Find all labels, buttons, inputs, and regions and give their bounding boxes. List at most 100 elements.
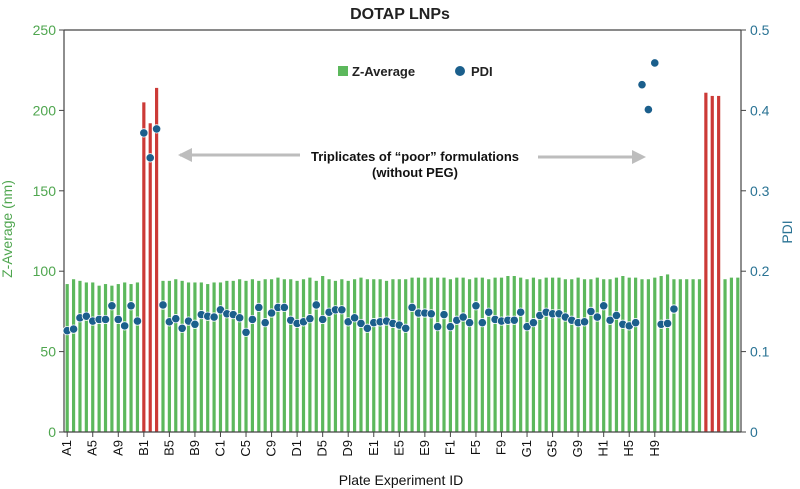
bar <box>257 280 261 432</box>
x-tick-label: C1 <box>212 440 227 457</box>
annotation: Triplicates of “poor” formulations (with… <box>178 148 646 180</box>
y-tick-label-right: 0.2 <box>750 263 770 279</box>
bar <box>448 279 452 432</box>
y-axis-title-right: PDI <box>779 220 795 243</box>
x-tick-label: E9 <box>417 440 432 456</box>
legend: Z-Average PDI <box>338 64 493 79</box>
bar <box>531 277 536 432</box>
bar <box>180 280 184 432</box>
data-point <box>362 323 372 333</box>
data-point <box>305 314 315 324</box>
bar <box>519 277 523 432</box>
bar <box>602 279 606 432</box>
bar <box>295 280 299 432</box>
bar <box>148 123 152 432</box>
y-tick-label-left: 200 <box>33 102 57 118</box>
data-point <box>401 323 411 333</box>
bar <box>346 280 350 432</box>
data-point <box>158 300 168 310</box>
data-point <box>586 306 596 316</box>
bar-series-z-average <box>65 87 740 433</box>
bar <box>365 279 369 432</box>
data-point <box>426 309 436 319</box>
x-tick-label: E5 <box>391 440 406 456</box>
bar <box>391 279 395 432</box>
bar <box>672 279 676 432</box>
legend-label-z-average: Z-Average <box>352 64 415 79</box>
data-point <box>318 314 328 325</box>
bar <box>218 282 223 432</box>
bar <box>78 280 82 432</box>
x-tick-label: H1 <box>596 440 611 457</box>
data-point <box>349 313 360 323</box>
bar <box>142 102 146 433</box>
bar <box>71 279 76 432</box>
bar <box>199 282 203 432</box>
data-point <box>279 302 289 312</box>
bar <box>416 277 421 432</box>
bar <box>269 279 274 432</box>
data-point <box>81 311 91 321</box>
bar <box>493 277 497 432</box>
bar <box>691 279 695 432</box>
data-point <box>120 321 130 331</box>
bar <box>333 280 338 432</box>
bar <box>480 277 484 432</box>
data-point <box>669 304 679 314</box>
bar <box>129 284 133 432</box>
data-point <box>235 313 245 323</box>
data-point <box>113 314 123 325</box>
data-point <box>650 58 660 68</box>
x-tick-label: A1 <box>59 440 74 456</box>
data-point <box>247 314 258 325</box>
bar <box>327 279 331 432</box>
bar <box>729 277 734 432</box>
bar <box>116 284 120 432</box>
bar <box>582 279 587 432</box>
data-point <box>107 301 117 311</box>
bar <box>736 277 740 432</box>
legend-label-pdi: PDI <box>471 64 493 79</box>
y-tick-label-right: 0.1 <box>750 344 770 360</box>
bar <box>653 277 657 432</box>
x-tick-label: D9 <box>340 440 355 457</box>
bar <box>314 280 318 432</box>
bar <box>321 276 325 432</box>
data-point <box>599 301 609 311</box>
data-point <box>68 324 79 334</box>
bar <box>678 279 682 432</box>
x-tick-label: B9 <box>187 440 202 456</box>
data-point <box>407 302 417 312</box>
x-tick-label: D5 <box>315 440 330 457</box>
data-point <box>605 315 615 325</box>
bar <box>359 277 363 432</box>
bar <box>717 95 721 433</box>
bar <box>621 276 625 432</box>
data-point <box>662 318 673 329</box>
bar <box>384 280 389 432</box>
bar <box>167 280 171 432</box>
y-axis-title-left: Z-Average (nm) <box>0 180 15 278</box>
data-point <box>356 318 366 329</box>
bar <box>550 277 555 432</box>
bar <box>710 95 714 433</box>
bar <box>378 279 382 432</box>
data-point <box>509 315 519 325</box>
bar <box>474 277 478 432</box>
bar <box>206 284 210 432</box>
bar <box>557 277 561 432</box>
x-tick-label: C9 <box>264 440 279 457</box>
y-tick-label-left: 150 <box>33 183 57 199</box>
data-point <box>433 322 443 332</box>
x-tick-label: B1 <box>136 440 151 456</box>
bar <box>238 279 242 432</box>
data-point <box>266 308 277 318</box>
data-point <box>516 307 526 317</box>
bar <box>640 279 644 432</box>
bar <box>646 279 650 432</box>
data-point <box>464 318 475 328</box>
bar <box>544 277 548 432</box>
